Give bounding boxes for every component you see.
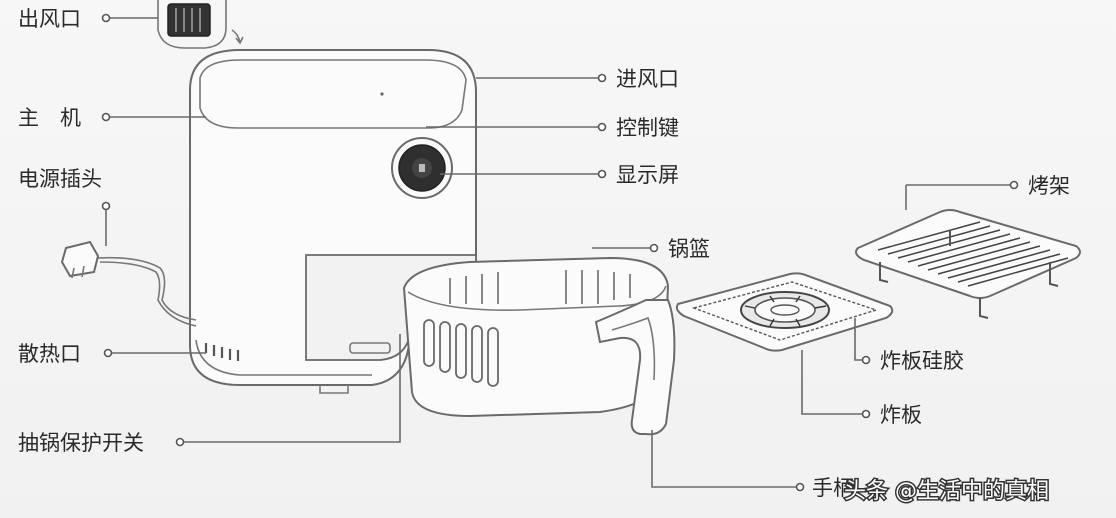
control-knob — [391, 137, 453, 199]
label-basket: 锅篮 — [668, 237, 710, 261]
label-fry-plate-silicone: 炸板硅胶 — [880, 349, 964, 373]
leader-dots — [101, 13, 1019, 492]
label-air-outlet: 出风口 — [18, 7, 81, 31]
power-plug — [60, 240, 197, 327]
label-air-inlet: 进风口 — [616, 67, 679, 91]
label-drawer-switch: 抽锅保护开关 — [18, 431, 144, 455]
watermark-text: 头条 @生活中的真相 — [844, 479, 1049, 504]
leader-lines — [105, 17, 1012, 488]
basket — [402, 256, 676, 436]
label-heat-vent: 散热口 — [18, 342, 81, 366]
label-main-unit: 主 机 — [18, 106, 81, 130]
fry-plate — [675, 272, 894, 352]
label-control-knob: 控制键 — [616, 116, 679, 140]
label-rack: 烤架 — [1028, 174, 1070, 198]
rack — [855, 209, 1081, 319]
label-fry-plate: 炸板 — [880, 403, 922, 427]
label-display: 显示屏 — [616, 163, 679, 187]
air-outlet-inset — [157, 0, 244, 49]
watermark: 头条 @生活中的真相 — [843, 478, 1051, 506]
label-handle: 手柄 — [812, 476, 854, 500]
label-power-plug: 电源插头 — [18, 167, 102, 191]
